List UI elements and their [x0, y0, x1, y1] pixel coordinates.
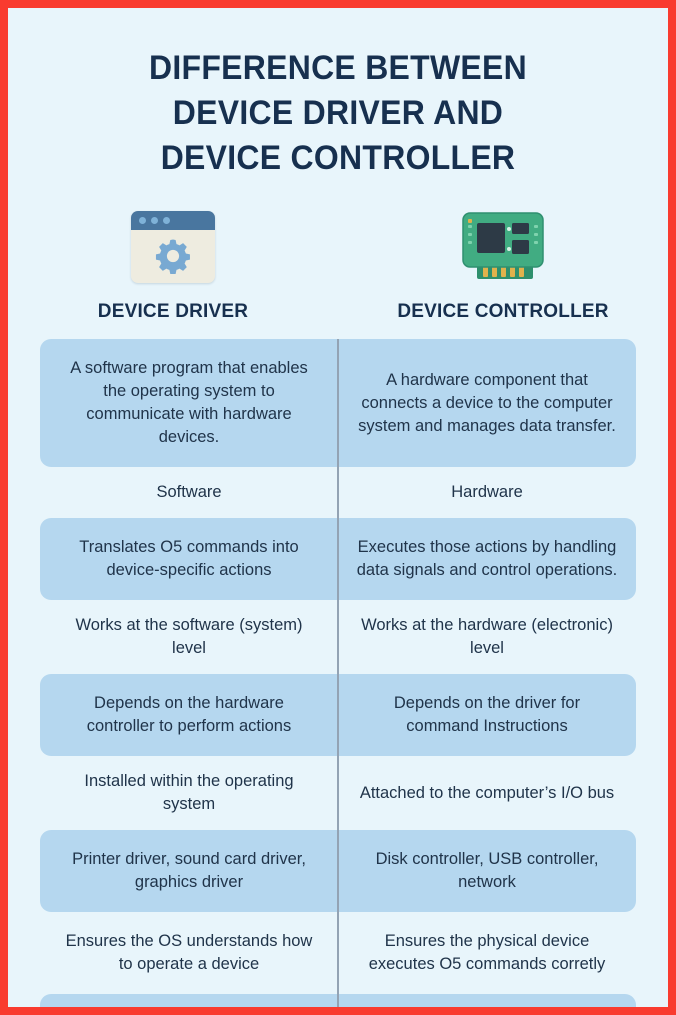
table-row: Ensures the OS understands how to operat… — [40, 912, 636, 994]
window-dot — [163, 217, 170, 224]
title-line-1: DIFFERENCE BETWEEN — [149, 49, 527, 87]
comparison-table: A software program that enables the oper… — [40, 339, 636, 1007]
cell-device-controller: Disk controller, USB controller, network — [375, 850, 599, 891]
window-title-bar — [131, 211, 215, 230]
infographic-poster: DIFFERENCE BETWEEN DEVICE DRIVER AND DEV… — [8, 8, 668, 1007]
column-headers: DEVICE DRIVER DEVICE CONTROLLER — [8, 301, 668, 323]
icon-row — [8, 203, 668, 283]
gear-icon — [155, 239, 190, 274]
cell-device-driver: Ensures the OS understands how to operat… — [65, 932, 313, 973]
window-dot — [139, 217, 146, 224]
cell-device-driver: Printer driver, sound card driver, graph… — [72, 850, 306, 891]
table-row: Installed within the operating system Att… — [40, 756, 636, 830]
cell-device-controller: Depends on the driver for command Instru… — [393, 694, 581, 735]
cell-device-driver: Works at the software (system) level — [75, 616, 303, 657]
cell-device-driver: Translates O5 commands into device-speci… — [79, 538, 299, 579]
cell-device-driver: A software program that enables the oper… — [70, 359, 308, 446]
cell-device-controller: Designed by hardware manufacturers — [338, 994, 636, 1007]
cell-device-controller: Works at the hardware (electronic) level — [361, 616, 613, 657]
title-line-2: DEVICE DRIVER AND — [172, 94, 504, 132]
cell-device-driver: Installed within the operating system — [84, 772, 294, 813]
cell-device-controller: Attached to the computer’s I/O bus — [359, 783, 615, 802]
title-line-3: DEVICE CONTROLLER — [160, 139, 516, 177]
cell-device-driver: Software — [156, 483, 222, 501]
cell-device-driver: Created by software or device manufactur… — [40, 994, 338, 1007]
cell-device-controller: Hardware — [451, 483, 523, 501]
cell-device-driver: Depends on the hardware controller to pe… — [86, 694, 292, 735]
column-header-device-driver: DEVICE DRIVER — [97, 301, 249, 322]
right-icon-cell — [338, 203, 668, 283]
table-row: Works at the software (system) level Work… — [40, 600, 636, 674]
cell-device-controller: Executes those actions by handling data … — [356, 538, 618, 579]
cell-device-controller: Ensures the physical device executes O5 … — [368, 932, 606, 973]
table-row: Software Hardware — [40, 467, 636, 518]
window-dot — [151, 217, 158, 224]
page-title: DIFFERENCE BETWEEN DEVICE DRIVER AND DEV… — [8, 8, 668, 181]
circuit-board-chip-icon — [462, 212, 544, 279]
column-header-device-controller: DEVICE CONTROLLER — [397, 301, 609, 322]
left-icon-cell — [8, 203, 338, 283]
browser-window-gear-icon — [131, 211, 215, 283]
column-divider — [337, 339, 339, 1007]
cell-device-controller: A hardware component that connects a dev… — [358, 370, 616, 435]
